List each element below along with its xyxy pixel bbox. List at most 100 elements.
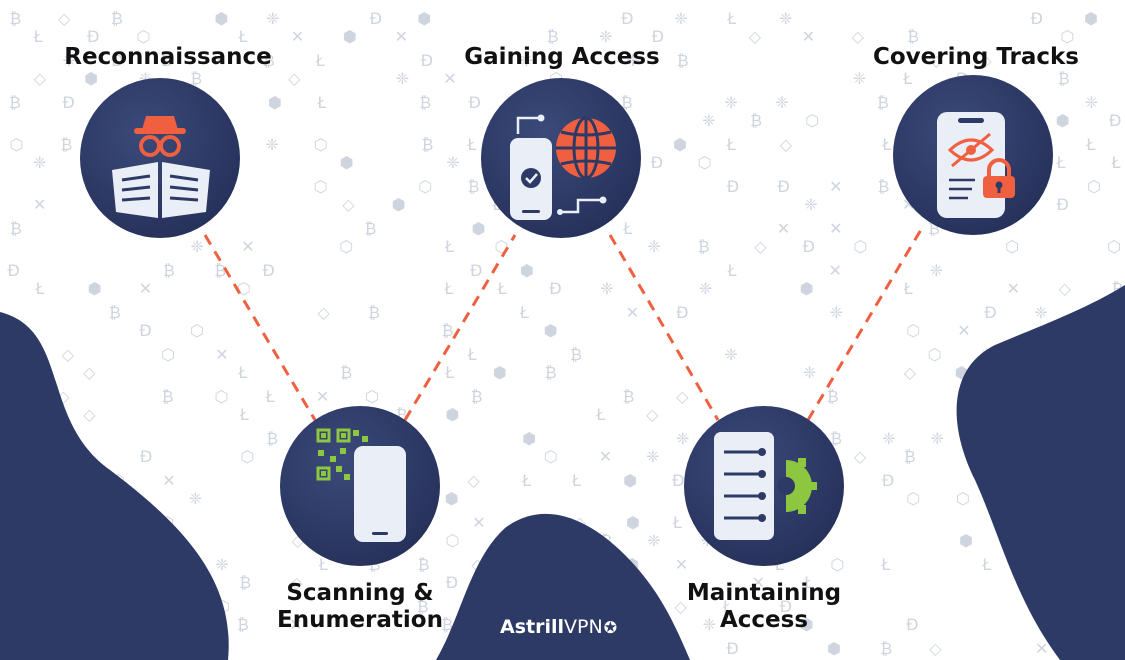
pattern-coin-glyph: ❈ bbox=[191, 237, 204, 256]
pattern-coin-glyph: ❈ bbox=[703, 615, 716, 634]
pattern-coin-glyph: Ł bbox=[315, 51, 325, 70]
maintaining-label-line-2: Access bbox=[719, 607, 809, 633]
pattern-coin-glyph: ⬢ bbox=[84, 69, 98, 88]
connector-maintain-cover bbox=[806, 227, 924, 421]
pattern-coin-glyph: Ł bbox=[467, 345, 477, 364]
pattern-coin-glyph: ❈ bbox=[775, 93, 788, 112]
pattern-coin-glyph: Ł bbox=[318, 555, 328, 574]
pattern-coin-glyph: Ð bbox=[470, 261, 482, 280]
pattern-coin-glyph: Ł bbox=[726, 135, 736, 154]
pattern-coin-glyph: ✕ bbox=[33, 195, 46, 214]
pattern-coin-glyph: Ð bbox=[549, 279, 561, 298]
pattern-coin-glyph: ❈ bbox=[931, 429, 944, 448]
pattern-coin-glyph: Ð bbox=[777, 177, 789, 196]
pattern-coin-glyph: ⬡ bbox=[956, 489, 970, 508]
pattern-coin-glyph: ◇ bbox=[674, 597, 687, 616]
pattern-coin-glyph: ₿ bbox=[750, 111, 762, 130]
pattern-coin-glyph: ❈ bbox=[853, 69, 866, 88]
pattern-coin-glyph: ✕ bbox=[626, 303, 639, 322]
pattern-coin-glyph: ✕ bbox=[241, 237, 254, 256]
pattern-coin-glyph: ⬡ bbox=[237, 279, 251, 298]
pattern-coin-glyph: ₿ bbox=[1058, 69, 1070, 88]
pattern-coin-glyph: ✕ bbox=[829, 219, 842, 238]
pattern-coin-glyph: ₿ bbox=[266, 429, 278, 448]
pattern-coin-glyph: Ð bbox=[652, 27, 664, 46]
pattern-coin-glyph: ◇ bbox=[288, 69, 301, 88]
reconnaissance-label: Reconnaissance bbox=[64, 44, 272, 70]
pattern-coin-glyph: ₿ bbox=[365, 219, 377, 238]
pattern-coin-glyph: ◇ bbox=[852, 27, 865, 46]
pattern-coin-glyph: ⬡ bbox=[314, 135, 328, 154]
pattern-coin-glyph: ⬢ bbox=[392, 195, 406, 214]
pattern-coin-glyph: ₿ bbox=[10, 219, 22, 238]
pattern-coin-glyph: ⬢ bbox=[215, 9, 229, 28]
pattern-coin-glyph: ✕ bbox=[162, 471, 175, 490]
pattern-coin-glyph: ⬢ bbox=[673, 135, 687, 154]
pattern-coin-glyph: Ð bbox=[984, 303, 996, 322]
pattern-coin-glyph: ❈ bbox=[724, 345, 737, 364]
pattern-coin-glyph: ⬢ bbox=[626, 513, 640, 532]
pattern-coin-glyph: Ł bbox=[466, 135, 476, 154]
pattern-coin-glyph: ⬢ bbox=[800, 279, 814, 298]
pattern-coin-glyph: ₿ bbox=[570, 345, 582, 364]
pattern-coin-glyph: Ł bbox=[1056, 153, 1066, 172]
pattern-coin-glyph: ₿ bbox=[396, 405, 408, 424]
pattern-coin-glyph: ₿ bbox=[880, 639, 892, 658]
pattern-coin-glyph: Ł bbox=[622, 219, 632, 238]
pattern-coin-glyph: ❈ bbox=[215, 555, 228, 574]
pattern-coin-glyph: Ð bbox=[161, 51, 173, 70]
pattern-coin-glyph: Ð bbox=[370, 9, 382, 28]
pattern-coin-glyph: ✕ bbox=[675, 555, 688, 574]
pattern-coin-glyph: ⬢ bbox=[290, 657, 304, 660]
phone-globe-network-icon bbox=[510, 114, 616, 220]
pattern-coin-glyph: Ł bbox=[903, 279, 913, 298]
pattern-coin-glyph: ₿ bbox=[61, 135, 73, 154]
pattern-coin-glyph: ✕ bbox=[957, 321, 970, 340]
maintaining-label: Maintaining Access bbox=[654, 580, 874, 634]
pattern-coin-glyph: Ł bbox=[521, 471, 531, 490]
pattern-coin-glyph: Ł bbox=[35, 279, 45, 298]
pattern-coin-glyph: Ð bbox=[780, 597, 792, 616]
pattern-coin-glyph: ✕ bbox=[289, 615, 302, 634]
brand-name-bold: Astrill bbox=[500, 616, 565, 638]
pattern-coin-glyph: ⬢ bbox=[827, 639, 841, 658]
pattern-coin-glyph: ⬡ bbox=[495, 237, 509, 256]
pattern-coin-glyph: ⬢ bbox=[623, 471, 637, 490]
pattern-coin-glyph: Ł bbox=[722, 597, 732, 616]
pattern-coin-glyph: ⬢ bbox=[800, 615, 814, 634]
pattern-coin-glyph: ❈ bbox=[600, 279, 613, 298]
phone-hidden-eye-lock-icon bbox=[937, 112, 1015, 218]
pattern-coin-glyph: Ð bbox=[111, 51, 123, 70]
astrill-vpn-logo: AstrillVPN✪ bbox=[500, 616, 617, 638]
pattern-coin-glyph: ❈ bbox=[647, 531, 660, 550]
pattern-coin-glyph: Ł bbox=[238, 27, 248, 46]
pattern-coin-glyph: ❈ bbox=[266, 9, 279, 28]
pattern-coin-glyph: ₿ bbox=[928, 219, 940, 238]
pattern-coin-glyph: ◇ bbox=[979, 51, 992, 70]
pattern-coin-glyph: ₿ bbox=[340, 363, 352, 382]
pattern-coin-glyph: ✕ bbox=[139, 279, 152, 298]
pattern-coin-glyph: Ð bbox=[727, 177, 739, 196]
pattern-coin-glyph: Ð bbox=[1057, 195, 1069, 214]
pattern-coin-glyph: ⬡ bbox=[1060, 27, 1074, 46]
pattern-coin-glyph: ◇ bbox=[342, 195, 355, 214]
pattern-coin-glyph: ₿ bbox=[621, 93, 633, 112]
connector-lines bbox=[203, 227, 924, 421]
scanning-label-line-1: Scanning & bbox=[286, 580, 434, 606]
pattern-coin-glyph: ⬢ bbox=[522, 429, 536, 448]
pattern-coin-glyph: ₿ bbox=[190, 69, 202, 88]
pattern-coin-glyph: ⬡ bbox=[1087, 177, 1101, 196]
pattern-coin-glyph: ✕ bbox=[291, 27, 304, 46]
pattern-coin-glyph: Ð bbox=[651, 153, 663, 172]
pattern-coin-glyph: ❈ bbox=[779, 9, 792, 28]
pattern-coin-glyph: ✕ bbox=[472, 513, 485, 532]
pattern-coin-glyph: ₿ bbox=[239, 573, 251, 592]
pattern-coin-glyph: ₿ bbox=[9, 93, 21, 112]
pattern-coin-glyph: Ð bbox=[87, 27, 99, 46]
connector-gain-maintain bbox=[608, 234, 720, 421]
pattern-coin-glyph: ⬢ bbox=[472, 219, 486, 238]
pattern-coin-glyph: ⬡ bbox=[190, 321, 204, 340]
pattern-coin-glyph: ◇ bbox=[754, 237, 767, 256]
pattern-coin-glyph: Ł bbox=[1085, 135, 1095, 154]
pattern-coin-glyph: ◇ bbox=[676, 387, 689, 406]
